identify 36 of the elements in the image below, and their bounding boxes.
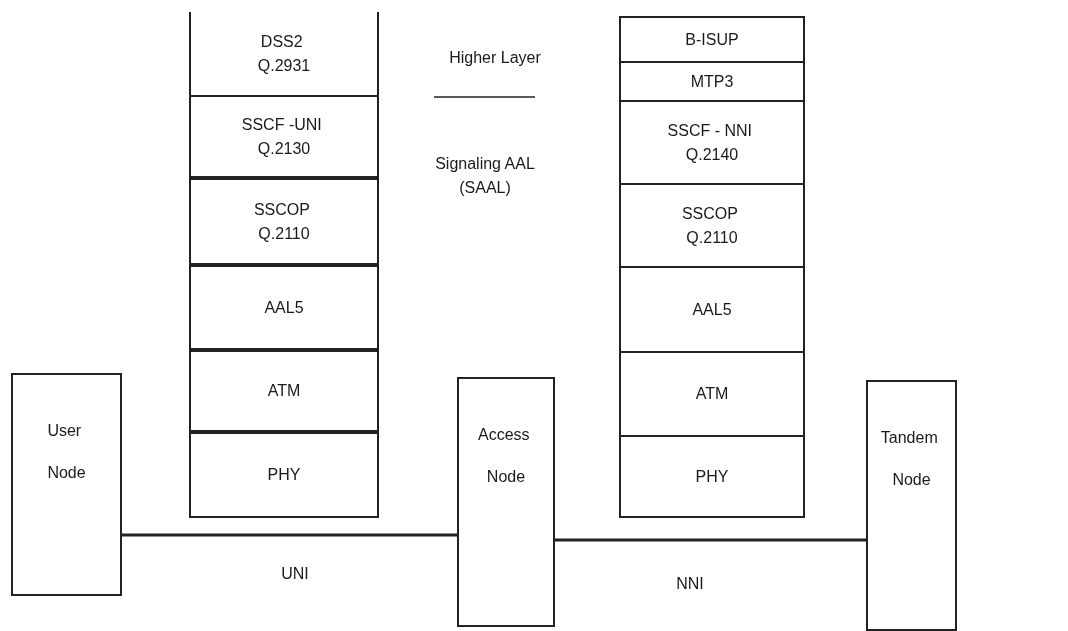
layer-group-label: Signaling AAL (SAAL) bbox=[434, 154, 536, 198]
protocol-layer-box bbox=[189, 95, 379, 178]
network-node-box bbox=[866, 380, 957, 631]
layer-name: SSCOP Q.2110 bbox=[681, 204, 739, 248]
layer-name: Access Node bbox=[478, 425, 531, 487]
protocol-layer-box bbox=[619, 183, 805, 268]
network-node-box bbox=[457, 377, 555, 627]
layer-name: AAL5 bbox=[692, 299, 732, 320]
layer-name: SSCF -UNI Q.2130 bbox=[241, 115, 323, 159]
layer-name: ATM bbox=[267, 381, 301, 402]
layer-name: DSS2 Q.2931 bbox=[257, 32, 311, 76]
layer-group-label: Higher Layer bbox=[448, 48, 542, 68]
protocol-layer-box bbox=[619, 100, 805, 185]
layer-name: User Node bbox=[47, 421, 86, 483]
layer-name: B-ISUP bbox=[685, 29, 739, 50]
connection-line bbox=[122, 533, 457, 537]
protocol-layer-box bbox=[189, 432, 379, 518]
protocol-layer-box bbox=[189, 12, 379, 97]
protocol-layer-box bbox=[619, 16, 805, 63]
layer-name: PHY bbox=[695, 466, 729, 487]
layer-name: AAL5 bbox=[264, 297, 304, 318]
protocol-layer-box bbox=[619, 435, 805, 518]
protocol-layer-box bbox=[619, 351, 805, 437]
protocol-layer-box bbox=[189, 178, 379, 265]
protocol-layer-box bbox=[189, 350, 379, 432]
layer-name: Tandem Node bbox=[880, 428, 939, 490]
network-node-box bbox=[11, 373, 122, 596]
connection-line bbox=[555, 538, 866, 542]
protocol-layer-box bbox=[189, 265, 379, 350]
layer-name: SSCF - NNI Q.2140 bbox=[667, 121, 753, 165]
layer-name: MTP3 bbox=[690, 71, 734, 92]
layer-name: PHY bbox=[267, 465, 301, 486]
layer-name: ATM bbox=[695, 384, 729, 405]
protocol-layer-box bbox=[619, 61, 805, 102]
protocol-layer-box bbox=[619, 266, 805, 353]
layer-name: SSCOP Q.2110 bbox=[253, 200, 311, 244]
